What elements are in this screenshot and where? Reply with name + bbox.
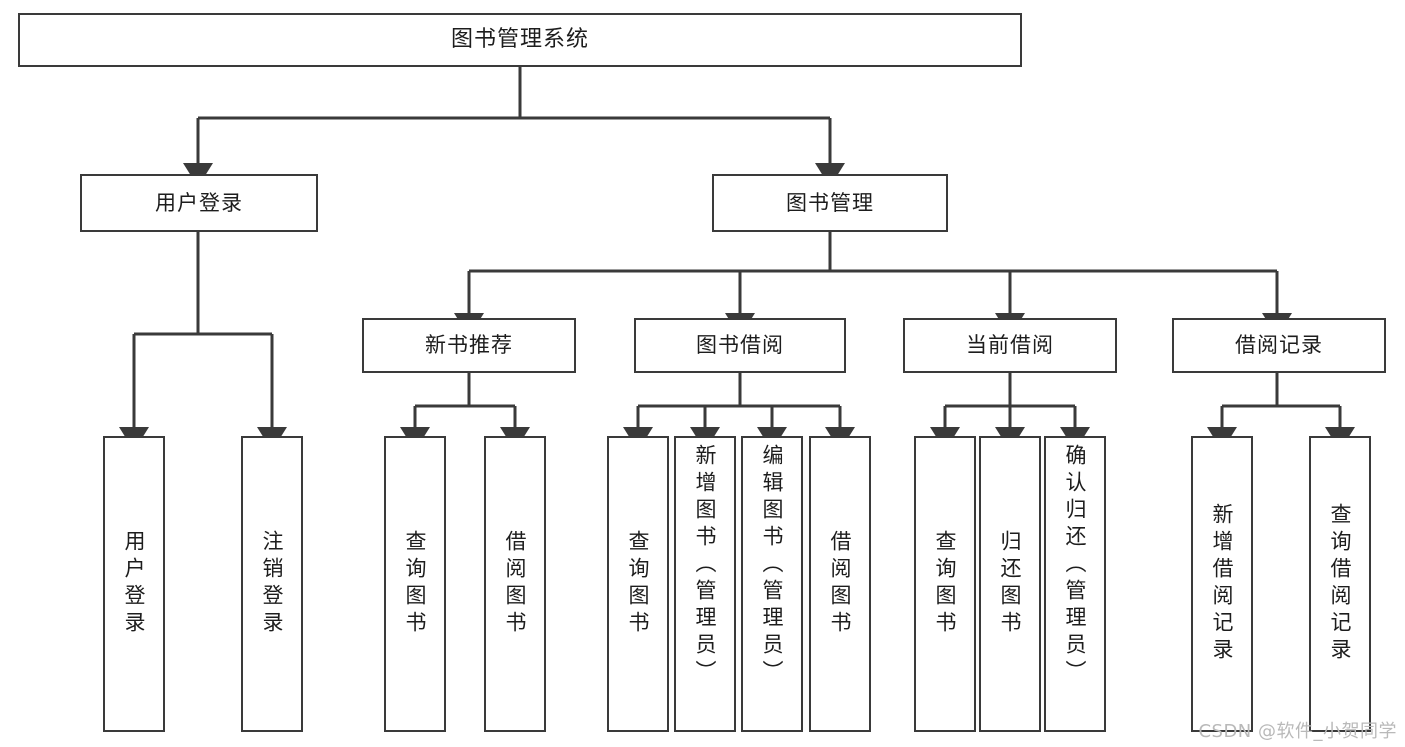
node-label: 查询图书 bbox=[933, 530, 958, 638]
node-leaf-query-book-borrow[interactable]: 查询图书 bbox=[607, 436, 669, 732]
node-leaf-edit-book[interactable]: 编辑图书（管理员） bbox=[741, 436, 803, 732]
node-leaf-add-borrow-record[interactable]: 新增借阅记录 bbox=[1191, 436, 1253, 732]
node-label: 图书管理 bbox=[786, 190, 874, 215]
node-leaf-query-borrow-record[interactable]: 查询借阅记录 bbox=[1309, 436, 1371, 732]
node-label: 借阅图书 bbox=[503, 530, 528, 638]
node-leaf-confirm-return[interactable]: 确认归还（管理员） bbox=[1044, 436, 1106, 732]
node-borrow-record[interactable]: 借阅记录 bbox=[1172, 318, 1386, 373]
node-label: 查询图书 bbox=[403, 530, 428, 638]
node-label: 当前借阅 bbox=[966, 333, 1054, 357]
node-label: 借阅图书 bbox=[828, 530, 853, 638]
node-leaf-add-book[interactable]: 新增图书（管理员） bbox=[674, 436, 736, 732]
node-book-manage[interactable]: 图书管理 bbox=[712, 174, 948, 232]
node-label: 借阅记录 bbox=[1235, 333, 1323, 357]
node-root-system[interactable]: 图书管理系统 bbox=[18, 13, 1022, 67]
node-leaf-return-book[interactable]: 归还图书 bbox=[979, 436, 1041, 732]
node-user-login[interactable]: 用户登录 bbox=[80, 174, 318, 232]
node-leaf-user-login[interactable]: 用户登录 bbox=[103, 436, 165, 732]
node-label: 归还图书 bbox=[998, 530, 1023, 638]
node-label: 新增图书（管理员） bbox=[693, 444, 718, 687]
node-leaf-query-book-current[interactable]: 查询图书 bbox=[914, 436, 976, 732]
node-label: 编辑图书（管理员） bbox=[760, 444, 785, 687]
node-leaf-borrow-book-recommend[interactable]: 借阅图书 bbox=[484, 436, 546, 732]
node-leaf-borrow-book[interactable]: 借阅图书 bbox=[809, 436, 871, 732]
node-book-borrow[interactable]: 图书借阅 bbox=[634, 318, 846, 373]
node-leaf-logout[interactable]: 注销登录 bbox=[241, 436, 303, 732]
node-label: 新书推荐 bbox=[425, 333, 513, 357]
node-label: 注销登录 bbox=[260, 530, 285, 638]
node-label: 查询图书 bbox=[626, 530, 651, 638]
node-label: 图书借阅 bbox=[696, 333, 784, 357]
node-label: 用户登录 bbox=[122, 530, 147, 638]
node-leaf-query-book-recommend[interactable]: 查询图书 bbox=[384, 436, 446, 732]
node-label: 查询借阅记录 bbox=[1328, 503, 1353, 665]
node-new-book-recommend[interactable]: 新书推荐 bbox=[362, 318, 576, 373]
node-label: 确认归还（管理员） bbox=[1063, 444, 1088, 687]
node-current-borrow[interactable]: 当前借阅 bbox=[903, 318, 1117, 373]
node-label: 新增借阅记录 bbox=[1210, 503, 1235, 665]
node-label: 图书管理系统 bbox=[450, 27, 589, 52]
node-label: 用户登录 bbox=[155, 190, 243, 215]
